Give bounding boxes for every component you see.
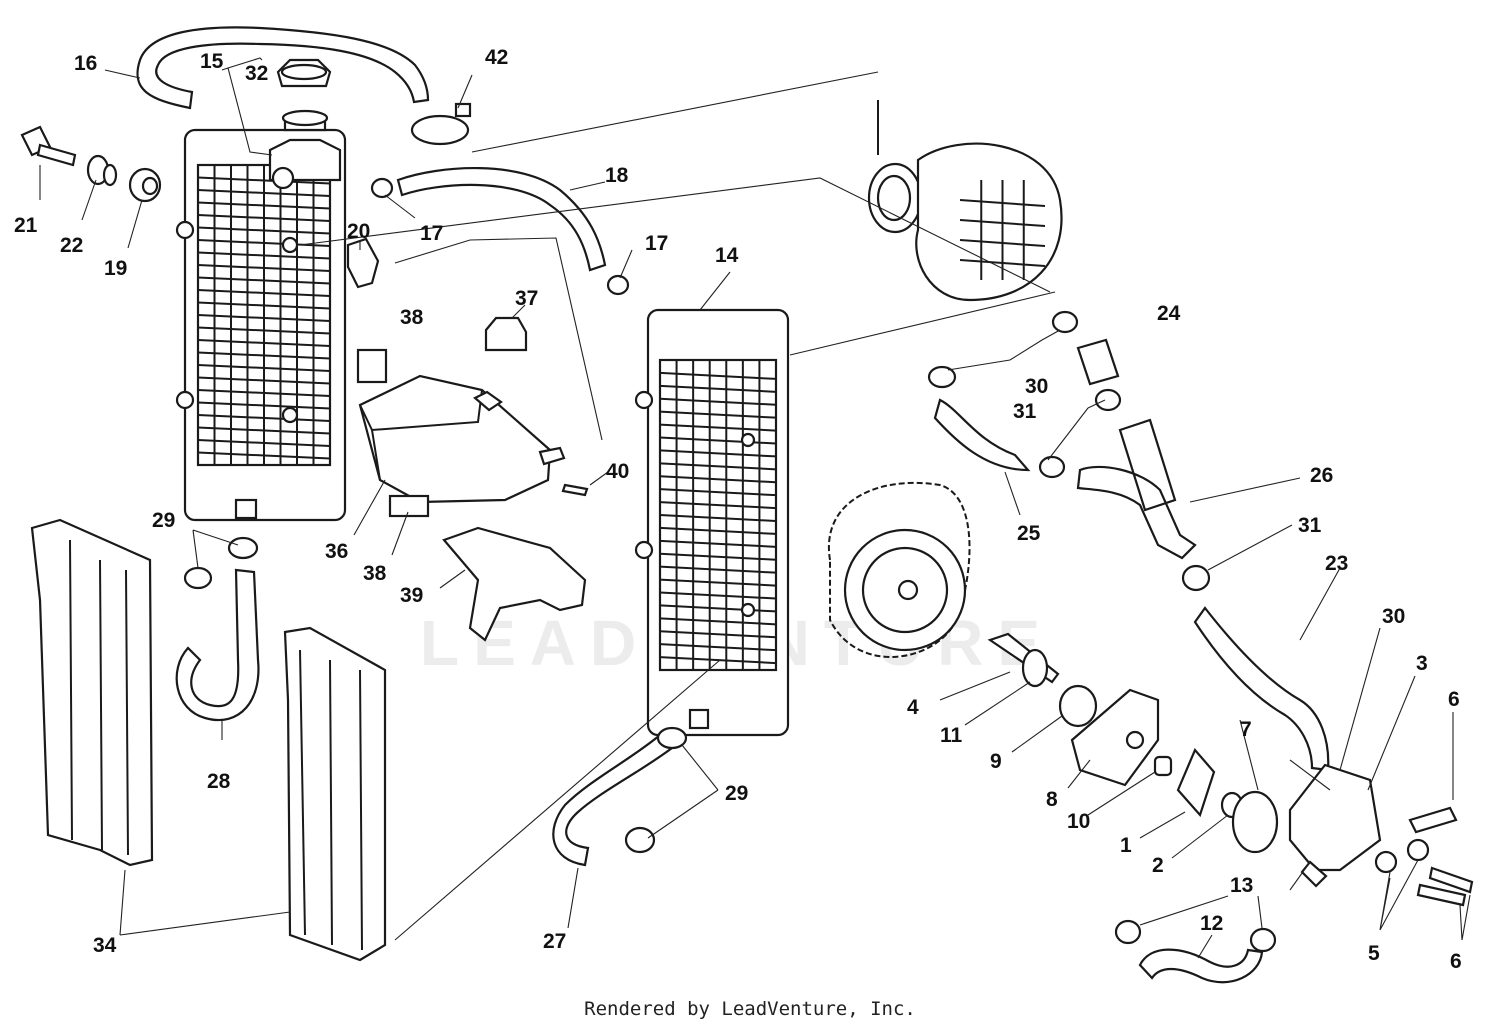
hose-27 — [552, 733, 674, 867]
callout-3: 3 — [1416, 652, 1428, 675]
callouts: 16 15 32 42 18 21 22 19 17 20 17 14 37 3… — [14, 46, 1462, 973]
callout-40: 40 — [606, 460, 629, 483]
callout-18: 18 — [605, 164, 629, 187]
hose-18 — [396, 167, 607, 272]
callout-23: 23 — [1325, 552, 1348, 575]
clamp-42 — [410, 102, 472, 146]
bolts-6-lower — [1416, 866, 1474, 907]
hose-25 — [933, 398, 1031, 472]
callout-8: 8 — [1046, 788, 1058, 811]
clamp-17 — [370, 177, 630, 296]
washer-22 — [86, 154, 118, 187]
callout-22: 22 — [60, 234, 83, 257]
callout-12: 12 — [1200, 912, 1223, 935]
callout-29-right: 29 — [725, 782, 748, 805]
grommet-19 — [128, 167, 162, 203]
callout-25: 25 — [1017, 522, 1041, 545]
callout-30-lower: 30 — [1382, 605, 1405, 628]
callout-39: 39 — [400, 584, 423, 607]
callout-19: 19 — [104, 257, 127, 280]
expansion-tank — [358, 374, 566, 504]
gasket-7 — [1231, 790, 1279, 854]
callout-6-lower: 6 — [1450, 950, 1462, 973]
bearing-9 — [1058, 684, 1098, 728]
hose-24 — [1076, 338, 1120, 386]
pump-cover-8 — [1070, 688, 1160, 787]
left-radiator — [175, 128, 347, 522]
callout-1: 1 — [1120, 834, 1132, 857]
hose-26 — [1076, 418, 1197, 560]
callout-30-upper: 30 — [1025, 375, 1048, 398]
callout-26: 26 — [1310, 464, 1333, 487]
seal-10 — [1153, 755, 1173, 777]
clamps-29-right — [624, 726, 688, 854]
callout-31-lower: 31 — [1298, 514, 1322, 537]
callout-9: 9 — [990, 750, 1002, 773]
callout-34: 34 — [93, 934, 117, 957]
hose-16 — [136, 26, 430, 110]
bolt-6-upper — [1408, 806, 1458, 834]
airbox — [867, 100, 1063, 302]
fitting-20 — [346, 237, 380, 289]
callout-14: 14 — [715, 244, 739, 267]
callout-6-upper: 6 — [1448, 688, 1460, 711]
hose-12 — [1138, 948, 1264, 984]
callout-28: 28 — [207, 770, 231, 793]
callout-27: 27 — [543, 930, 566, 953]
impeller-1 — [1176, 747, 1216, 818]
bolt-21 — [20, 125, 77, 167]
callout-32: 32 — [245, 62, 268, 85]
shroud-34-left — [30, 518, 154, 867]
pad-38-upper — [356, 348, 388, 384]
screw-40 — [561, 483, 589, 497]
callout-29-left: 29 — [152, 509, 175, 532]
callout-42: 42 — [485, 46, 508, 69]
callout-21: 21 — [14, 214, 38, 237]
right-radiator — [634, 308, 790, 737]
callout-36: 36 — [325, 540, 348, 563]
hose-23 — [1193, 606, 1330, 772]
seal-11 — [1021, 648, 1049, 688]
callout-4: 4 — [907, 696, 919, 719]
hose-28 — [175, 568, 260, 721]
leader-lines — [39, 57, 1471, 959]
callout-11: 11 — [940, 724, 963, 747]
callout-13: 13 — [1230, 874, 1253, 897]
callout-7: 7 — [1240, 718, 1252, 741]
bracket-39 — [442, 526, 587, 642]
spacers-5 — [1374, 838, 1430, 874]
pump-housing-3 — [1288, 763, 1382, 872]
callout-17-right: 17 — [645, 232, 668, 255]
callout-37: 37 — [515, 287, 538, 310]
pad-38-lower — [388, 494, 430, 518]
callout-38-upper: 38 — [400, 306, 424, 329]
callout-17-left: 17 — [420, 222, 443, 245]
clamps-13 — [1114, 919, 1277, 953]
callout-16: 16 — [74, 52, 97, 75]
chain-sprocket — [827, 481, 971, 658]
callout-20: 20 — [347, 220, 370, 243]
callout-31-upper: 31 — [1013, 400, 1037, 423]
radiator-cap — [276, 58, 332, 132]
callout-5: 5 — [1368, 942, 1380, 965]
callout-38-lower: 38 — [363, 562, 387, 585]
footer-credit: Rendered by LeadVenture, Inc. — [584, 998, 916, 1020]
callout-24: 24 — [1157, 302, 1181, 325]
callout-15: 15 — [200, 50, 224, 73]
clamps-29-left — [183, 536, 259, 590]
callout-10: 10 — [1067, 810, 1090, 833]
cap-37 — [484, 316, 528, 352]
pump-cover-hub — [1125, 730, 1145, 750]
callout-2: 2 — [1152, 854, 1164, 877]
